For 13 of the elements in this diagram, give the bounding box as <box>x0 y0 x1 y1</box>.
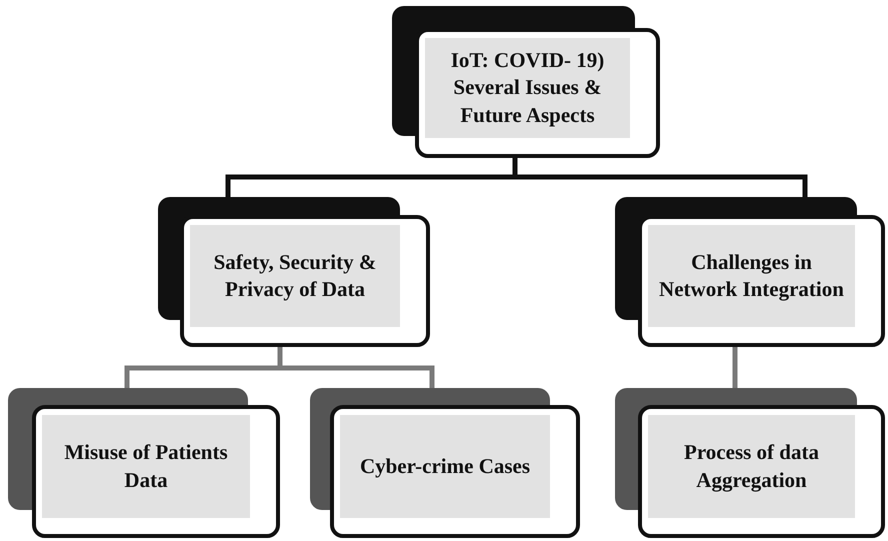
node-label: Process of data Aggregation <box>683 439 820 494</box>
stacked-box <box>615 388 885 538</box>
stacked-box <box>392 6 660 158</box>
stacked-box <box>158 197 430 347</box>
stacked-box <box>8 388 280 538</box>
node-label: Misuse of Patients Data <box>63 439 229 494</box>
connector-line <box>732 347 738 388</box>
node-label: Safety, Security & Privacy of Data <box>212 248 378 303</box>
stacked-box <box>310 388 580 538</box>
node-label: Challenges in Network Integration <box>658 248 845 303</box>
node-label: Cyber-crime Cases <box>358 452 532 480</box>
node-label: IoT: COVID- 19) Several Issues & Future Aspects <box>450 47 606 129</box>
stacked-box <box>615 197 885 347</box>
